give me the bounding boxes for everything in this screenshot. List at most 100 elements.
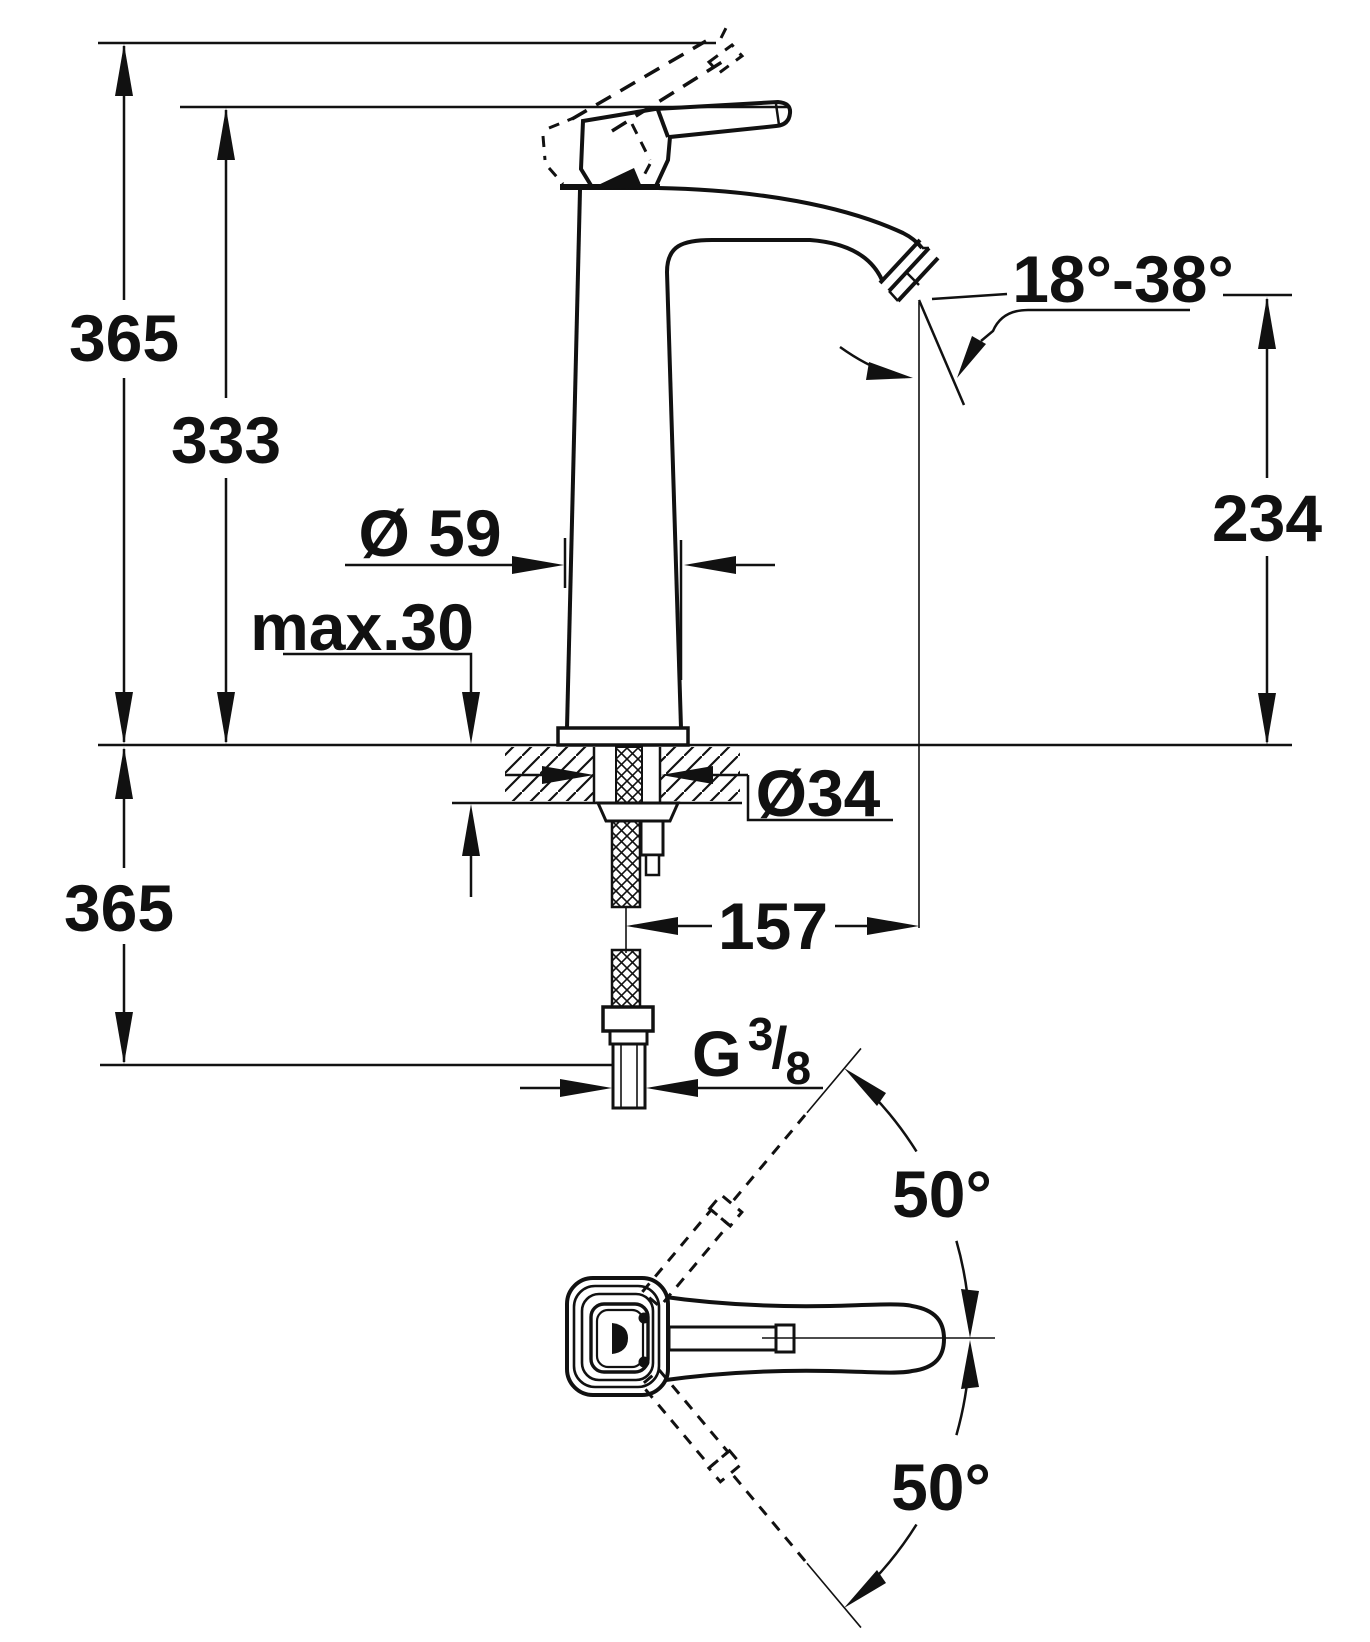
rotated-centerline-down (732, 1474, 809, 1565)
spout-end-ring-2 (887, 246, 931, 293)
arc-arrowhead-end (844, 1570, 886, 1608)
boss-dash-1 (548, 115, 577, 130)
boss-dash-2 (541, 135, 547, 161)
swivel-arrowhead (866, 362, 913, 380)
dim-spout-clearance-label: 234 (1212, 481, 1322, 555)
base-plate (556, 726, 690, 747)
thread-denominator: 8 (786, 1042, 812, 1094)
dim-body-diameter-label: Ø 59 (358, 496, 501, 570)
aerator-angle-line (917, 299, 966, 406)
aerator-face (896, 256, 940, 303)
arrowhead-up (462, 804, 480, 856)
dim-swing-upper: 50° (844, 1068, 992, 1338)
mounting-hardware (595, 746, 681, 1110)
rotated-stem-down (639, 1367, 731, 1469)
body-left-edge (565, 189, 582, 729)
dim-body-height: 333 (171, 108, 281, 744)
arrowhead-left (661, 766, 713, 784)
angle-label-leader-left (931, 292, 1008, 301)
angle-leg-up (806, 1047, 862, 1114)
thread-slash: / (771, 1016, 787, 1081)
dim-spout-reach: 157 (626, 889, 919, 963)
hose-nut (601, 1005, 655, 1033)
angle-leg-down (806, 1562, 862, 1629)
escutcheon-center-mark (612, 1323, 628, 1354)
lever-outline (578, 99, 793, 190)
arc-arrowhead-center (961, 1340, 979, 1389)
arrowhead-left (626, 917, 678, 935)
connection-pipe (611, 1042, 647, 1110)
side-fitting-tip (644, 853, 661, 877)
dim-hole-diameter: Ø34 (505, 756, 893, 830)
thread-numerator: 3 (748, 1008, 774, 1060)
aerator-angle-geometry (839, 292, 1190, 928)
handle-rotated-up-dashed (640, 1047, 862, 1309)
rotated-stem-up (640, 1207, 731, 1309)
arrowhead-down (115, 692, 133, 744)
aerator-angle-label: 18°-38° (1012, 242, 1234, 316)
dim-spout-clearance: 234 (1212, 293, 1322, 745)
dim-deck-thickness-label: max.30 (250, 590, 474, 664)
dim-body-diameter: Ø 59 (345, 496, 775, 680)
handle-lever-raised-dashed (541, 21, 745, 185)
arc-arrowhead-center (961, 1289, 979, 1338)
arrowhead-right (512, 556, 564, 574)
arrowhead-up (217, 108, 235, 160)
arrowhead-down (1258, 693, 1276, 745)
arrowhead-right (867, 917, 919, 935)
dim-total-height: 365 (69, 44, 179, 744)
leader-line (283, 652, 473, 694)
body-right-edge (665, 271, 683, 729)
dim-total-height-label: 365 (69, 301, 179, 375)
arrowhead-right (560, 1079, 612, 1097)
dim-spout-reach-label: 157 (718, 889, 828, 963)
lever-boss-joint (656, 109, 670, 138)
arrowhead-left (684, 556, 736, 574)
raised-lever-tip-dash (719, 21, 731, 39)
spout-inner-curve (665, 238, 884, 281)
dim-below-deck: 365 (64, 747, 612, 1067)
aerator (878, 238, 940, 303)
arrowhead-down (115, 1012, 133, 1064)
raised-lever-lower-edge (611, 60, 723, 133)
escutcheon (565, 1276, 670, 1397)
dim-below-deck-label: 365 (64, 871, 174, 945)
side-view: 365 333 365 Ø 59 (64, 21, 1322, 1110)
lever-tip-line (774, 103, 781, 126)
supply-hose-lower (610, 948, 642, 1009)
boss-base-wedge (594, 168, 642, 187)
boss-dash-5 (639, 163, 652, 182)
arrowhead-right (542, 766, 594, 784)
handle-lever (578, 99, 793, 190)
top-view: 50° 50° (565, 1047, 995, 1629)
rotated-stem-cap-up (707, 1192, 744, 1229)
supply-hose-upper (610, 818, 642, 909)
escutcheon-screw-bottom (638, 1356, 650, 1368)
arrowhead-up (1258, 297, 1276, 349)
dim-body-height-label: 333 (171, 403, 281, 477)
aerator-outlet (905, 271, 920, 286)
arc-arrowhead-end (844, 1068, 886, 1106)
angle-leader-arrowhead (957, 336, 986, 378)
dim-hole-diameter-label: Ø34 (756, 756, 881, 830)
arrowhead-left (646, 1079, 698, 1097)
arrowhead-down (217, 692, 235, 744)
side-fitting (639, 819, 665, 857)
spout-outer-curve (657, 186, 924, 250)
swing-lower-label: 50° (891, 1450, 991, 1524)
handle-rotated-down-dashed (639, 1367, 862, 1629)
boss-dash-3 (547, 167, 565, 185)
dim-swing-lower: 50° (844, 1340, 991, 1608)
escutcheon-screw-top (638, 1312, 650, 1324)
angle-label-leader-curve (980, 308, 1190, 342)
arrowhead-up (115, 747, 133, 799)
rotated-stem-cap-down (706, 1448, 744, 1484)
rotated-centerline-up (732, 1111, 809, 1202)
raised-lever-tip-cap (706, 42, 745, 76)
spout-end-ring-1 (878, 238, 922, 285)
dim-deck-thickness: max.30 (250, 590, 480, 897)
